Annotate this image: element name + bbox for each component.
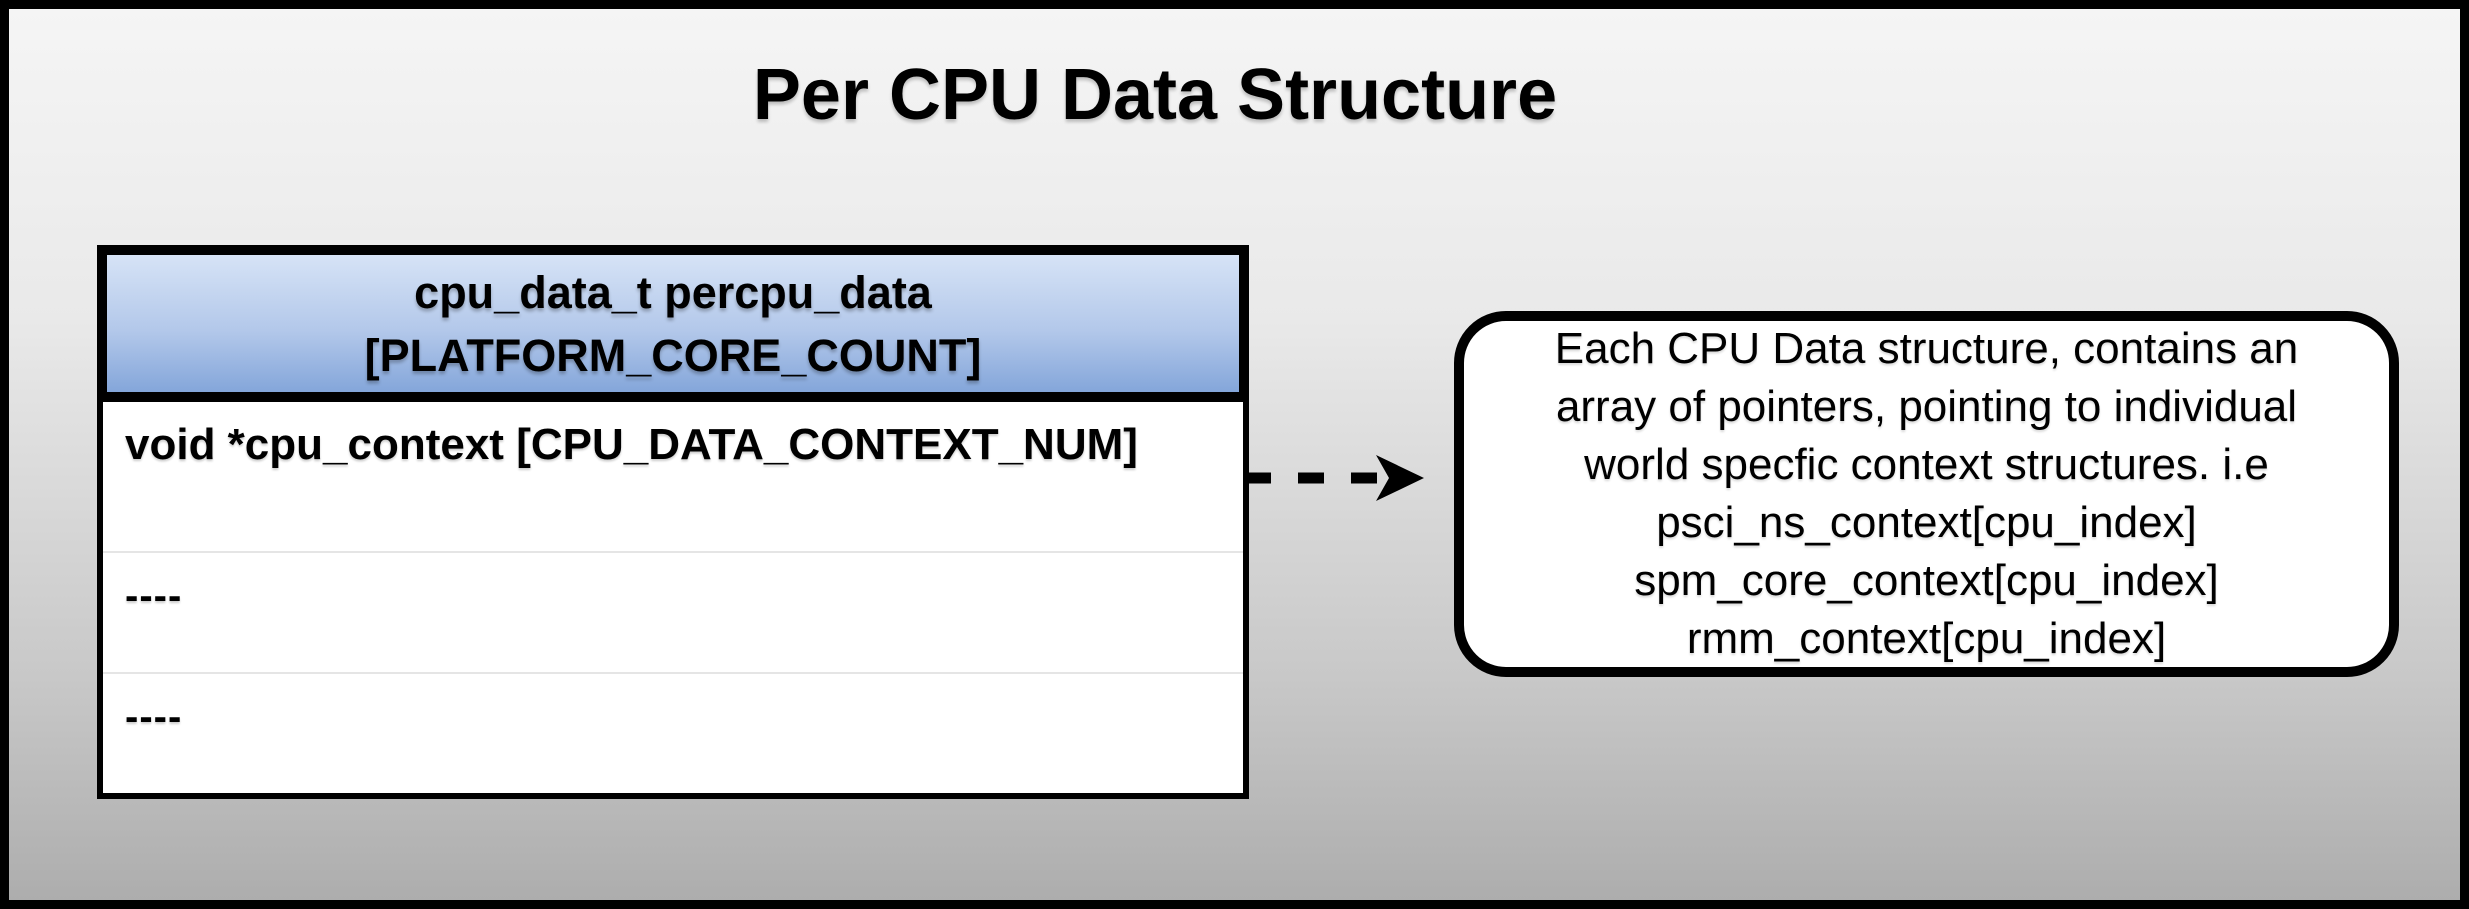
callout-line: array of pointers, pointing to individua… [1555, 382, 2298, 431]
table-row: void *cpu_context [CPU_DATA_CONTEXT_NUM] [125, 420, 1138, 469]
callout-line: rmm_context[cpu_index] [1686, 614, 2167, 663]
table-header-line1: cpu_data_t percpu_data [414, 266, 932, 318]
table-header-line2: [PLATFORM_CORE_COUNT] [364, 329, 982, 381]
callout-line: Each CPU Data structure, contains an [1554, 324, 2299, 373]
dashed-arrow [1245, 455, 1424, 501]
callout-line: world specfic context structures. i.e [1584, 440, 2269, 489]
callout-line: spm_core_context[cpu_index] [1634, 556, 2219, 605]
callout-line: psci_ns_context[cpu_index] [1656, 498, 2197, 547]
table-body: void *cpu_context [CPU_DATA_CONTEXT_NUM]… [97, 402, 1249, 799]
callout-box: Each CPU Data structure, contains an arr… [1454, 311, 2399, 677]
table-row: ---- [103, 672, 1243, 793]
diagram-title: Per CPU Data Structure [752, 55, 1558, 135]
cpu-data-table: cpu_data_t percpu_data [PLATFORM_CORE_CO… [97, 245, 1249, 799]
table-header: cpu_data_t percpu_data [PLATFORM_CORE_CO… [97, 245, 1249, 402]
table-row: ---- [103, 551, 1243, 672]
arrowhead-icon [1376, 455, 1424, 501]
